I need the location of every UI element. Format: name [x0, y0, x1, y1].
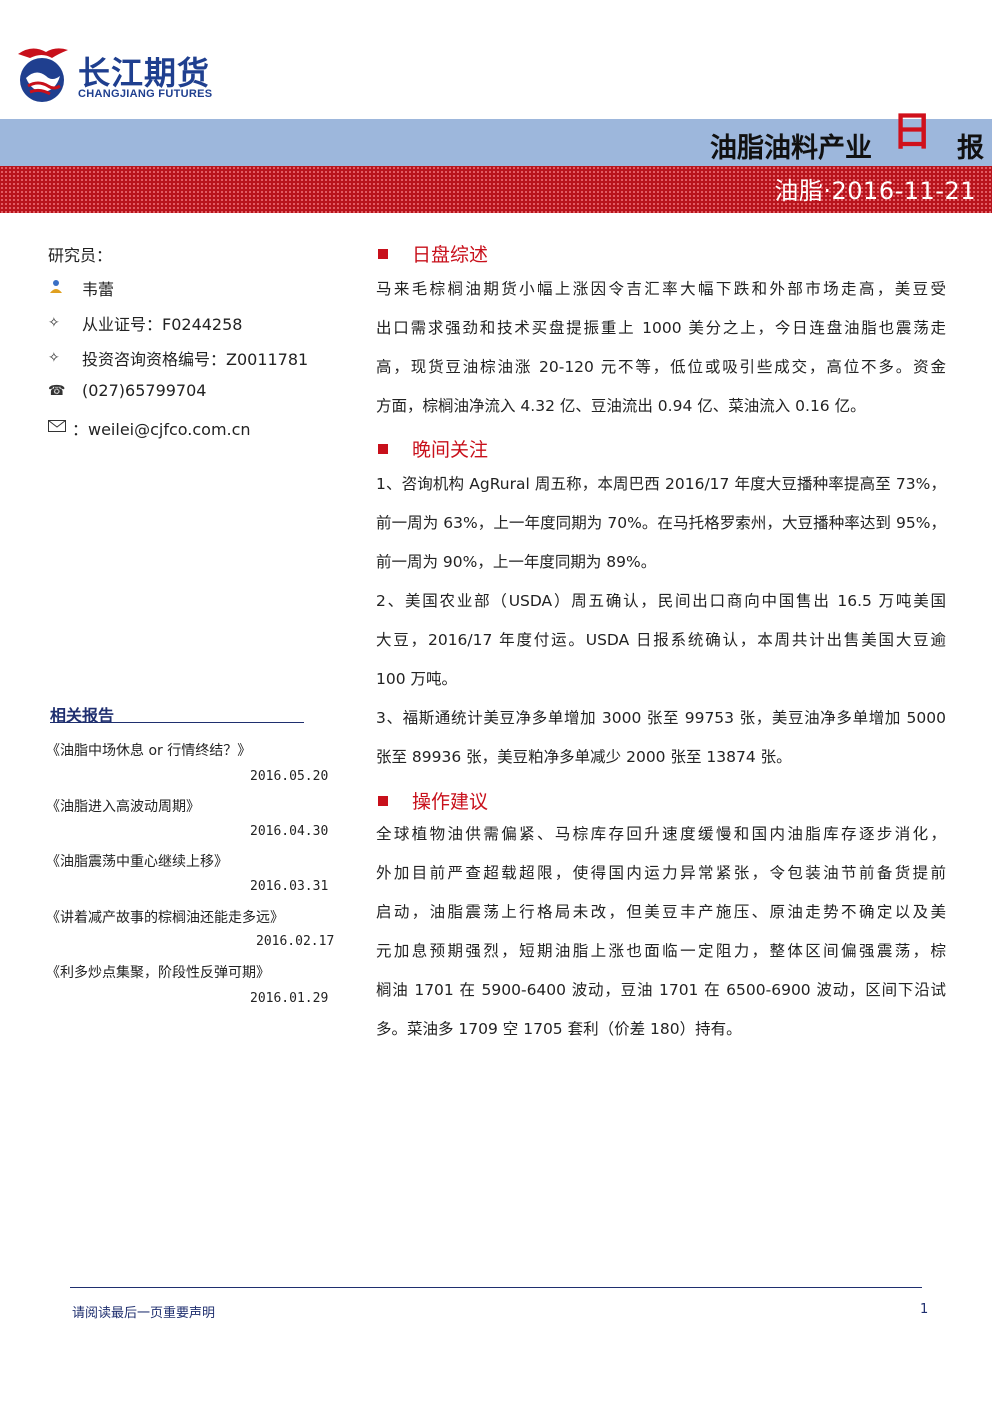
envelope-icon: [48, 420, 70, 436]
phone-number: (027)65799704: [82, 381, 207, 400]
cert-number: 从业证号：F0244258: [82, 315, 243, 334]
body-line: 1、咨询机构 AgRural 周五称，本周巴西 2016/17 年度大豆播种率提…: [376, 475, 946, 493]
section-body-advice: 全球植物油供需偏紧、马棕库存回升速度缓慢和国内油脂库存逐步消化， 外加目前严查超…: [376, 815, 946, 1049]
logo-emblem-icon: [18, 48, 68, 102]
body-line: 马来毛棕榈油期货小幅上涨因令吉汇率大幅下跌和外部市场走高，美豆受: [376, 280, 946, 298]
company-logo: 长江期货 CHANGJIANG FUTURES: [12, 42, 252, 106]
section-heading-evening: 晚间关注: [378, 435, 488, 462]
date-band: [0, 166, 992, 213]
researcher-name: 韦蕾: [82, 280, 115, 299]
body-line: 元加息预期强烈，短期油脂上涨也面临一定阻力，整体区间偏强震荡，棕: [376, 942, 946, 960]
diamond-bullet-icon: ✧: [48, 315, 60, 331]
section-heading-daily: 日盘综述: [378, 240, 488, 267]
related-report-date: 2016.03.31: [250, 879, 329, 894]
phone-row: ☎ (027)65799704: [48, 381, 206, 400]
researcher-name-row: 韦蕾: [48, 276, 114, 300]
section-body-evening: 1、咨询机构 AgRural 周五称，本周巴西 2016/17 年度大豆播种率提…: [376, 465, 946, 777]
body-line: 多。菜油多 1709 空 1705 套利（价差 180）持有。: [376, 1020, 742, 1038]
logo-name-en: CHANGJIANG FUTURES: [78, 88, 213, 100]
section-heading-advice: 操作建议: [378, 787, 488, 814]
body-line: 榈油 1701 在 5900-6400 波动，豆油 1701 在 6500-69…: [376, 981, 946, 999]
body-line: 前一周为 63%，上一年度同期为 70%。在马托格罗索州，大豆播种率达到 95%…: [376, 514, 946, 532]
related-report-date: 2016.05.20: [250, 769, 329, 784]
body-line: 启动，油脂震荡上行格局未改，但美豆丰产施压、原油走势不确定以及美: [376, 903, 946, 921]
related-report-title[interactable]: 《油脂震荡中重心继续上移》: [46, 854, 228, 870]
related-report-title[interactable]: 《油脂中场休息 or 行情终结？》: [46, 743, 252, 759]
body-line: 方面，棕榈油净流入 4.32 亿、豆油流出 0.94 亿、菜油流入 0.16 亿…: [376, 397, 866, 415]
section-body-daily: 马来毛棕榈油期货小幅上涨因令吉汇率大幅下跌和外部市场走高，美豆受 出口需求强劲和…: [376, 270, 946, 426]
related-divider: [50, 722, 304, 723]
researcher-label: 研究员：: [48, 246, 113, 265]
report-title: 油脂油料产业: [710, 133, 872, 164]
related-report-title[interactable]: 《利多炒点集聚，阶段性反弹可期》: [46, 965, 270, 981]
section-title: 操作建议: [412, 791, 489, 813]
consult-row: ✧ 投资咨询资格编号：Z0011781: [48, 346, 308, 370]
related-report-date: 2016.01.29: [250, 991, 329, 1006]
related-report-date: 2016.02.17: [256, 934, 335, 949]
report-title-ri: 日: [892, 109, 932, 155]
body-line: 3、福斯通统计美豆净多单增加 3000 张至 99753 张，美豆油净多单增加 …: [376, 709, 946, 727]
related-report-title[interactable]: 《讲着减产故事的棕榈油还能走多远》: [46, 910, 284, 926]
title-band: [0, 119, 992, 166]
phone-icon: ☎: [48, 382, 66, 399]
square-bullet-icon: [378, 443, 388, 454]
body-line: 100 万吨。: [376, 670, 458, 688]
report-title-bao: 报: [957, 133, 984, 164]
related-report-title[interactable]: 《油脂进入高波动周期》: [46, 799, 200, 815]
footer-disclaimer: 请阅读最后一页重要声明: [72, 1306, 216, 1321]
square-bullet-icon: [378, 795, 388, 806]
diamond-bullet-icon: ✧: [48, 350, 60, 366]
section-title: 日盘综述: [412, 244, 489, 266]
report-date: 油脂·2016-11-21: [774, 177, 976, 205]
square-bullet-icon: [378, 248, 388, 259]
section-title: 晚间关注: [412, 439, 489, 461]
footer-divider: [70, 1287, 922, 1288]
body-line: 外加目前严查超载超限，使得国内运力异常紧张，令包装油节前备货提前: [376, 864, 946, 882]
email-address[interactable]: ：weilei@cjfco.com.cn: [72, 420, 251, 439]
page-number: 1: [920, 1302, 929, 1317]
body-line: 大豆，2016/17 年度付运。USDA 日报系统确认，本周共计出售美国大豆逾: [376, 631, 946, 649]
body-line: 全球植物油供需偏紧、马棕库存回升速度缓慢和国内油脂库存逐步消化，: [376, 825, 946, 843]
consult-number: 投资咨询资格编号：Z0011781: [82, 350, 309, 369]
email-row: ：weilei@cjfco.com.cn: [48, 416, 251, 440]
cert-row: ✧ 从业证号：F0244258: [48, 311, 242, 335]
related-reports-title: 相关报告: [50, 706, 115, 725]
logo-name-cn: 长江期货: [78, 54, 211, 92]
person-icon: [48, 278, 70, 298]
body-line: 出口需求强劲和技术买盘提振重上 1000 美分之上，今日连盘油脂也震荡走: [376, 319, 946, 337]
body-line: 高，现货豆油棕油涨 20-120 元不等，低位或吸引些成交，高位不多。资金: [376, 358, 946, 376]
body-line: 2、美国农业部（USDA）周五确认，民间出口商向中国售出 16.5 万吨美国: [376, 592, 946, 610]
body-line: 张至 89936 张，美豆粕净多单减少 2000 张至 13874 张。: [376, 748, 792, 766]
body-line: 前一周为 90%，上一年度同期为 89%。: [376, 553, 657, 571]
related-report-date: 2016.04.30: [250, 824, 329, 839]
